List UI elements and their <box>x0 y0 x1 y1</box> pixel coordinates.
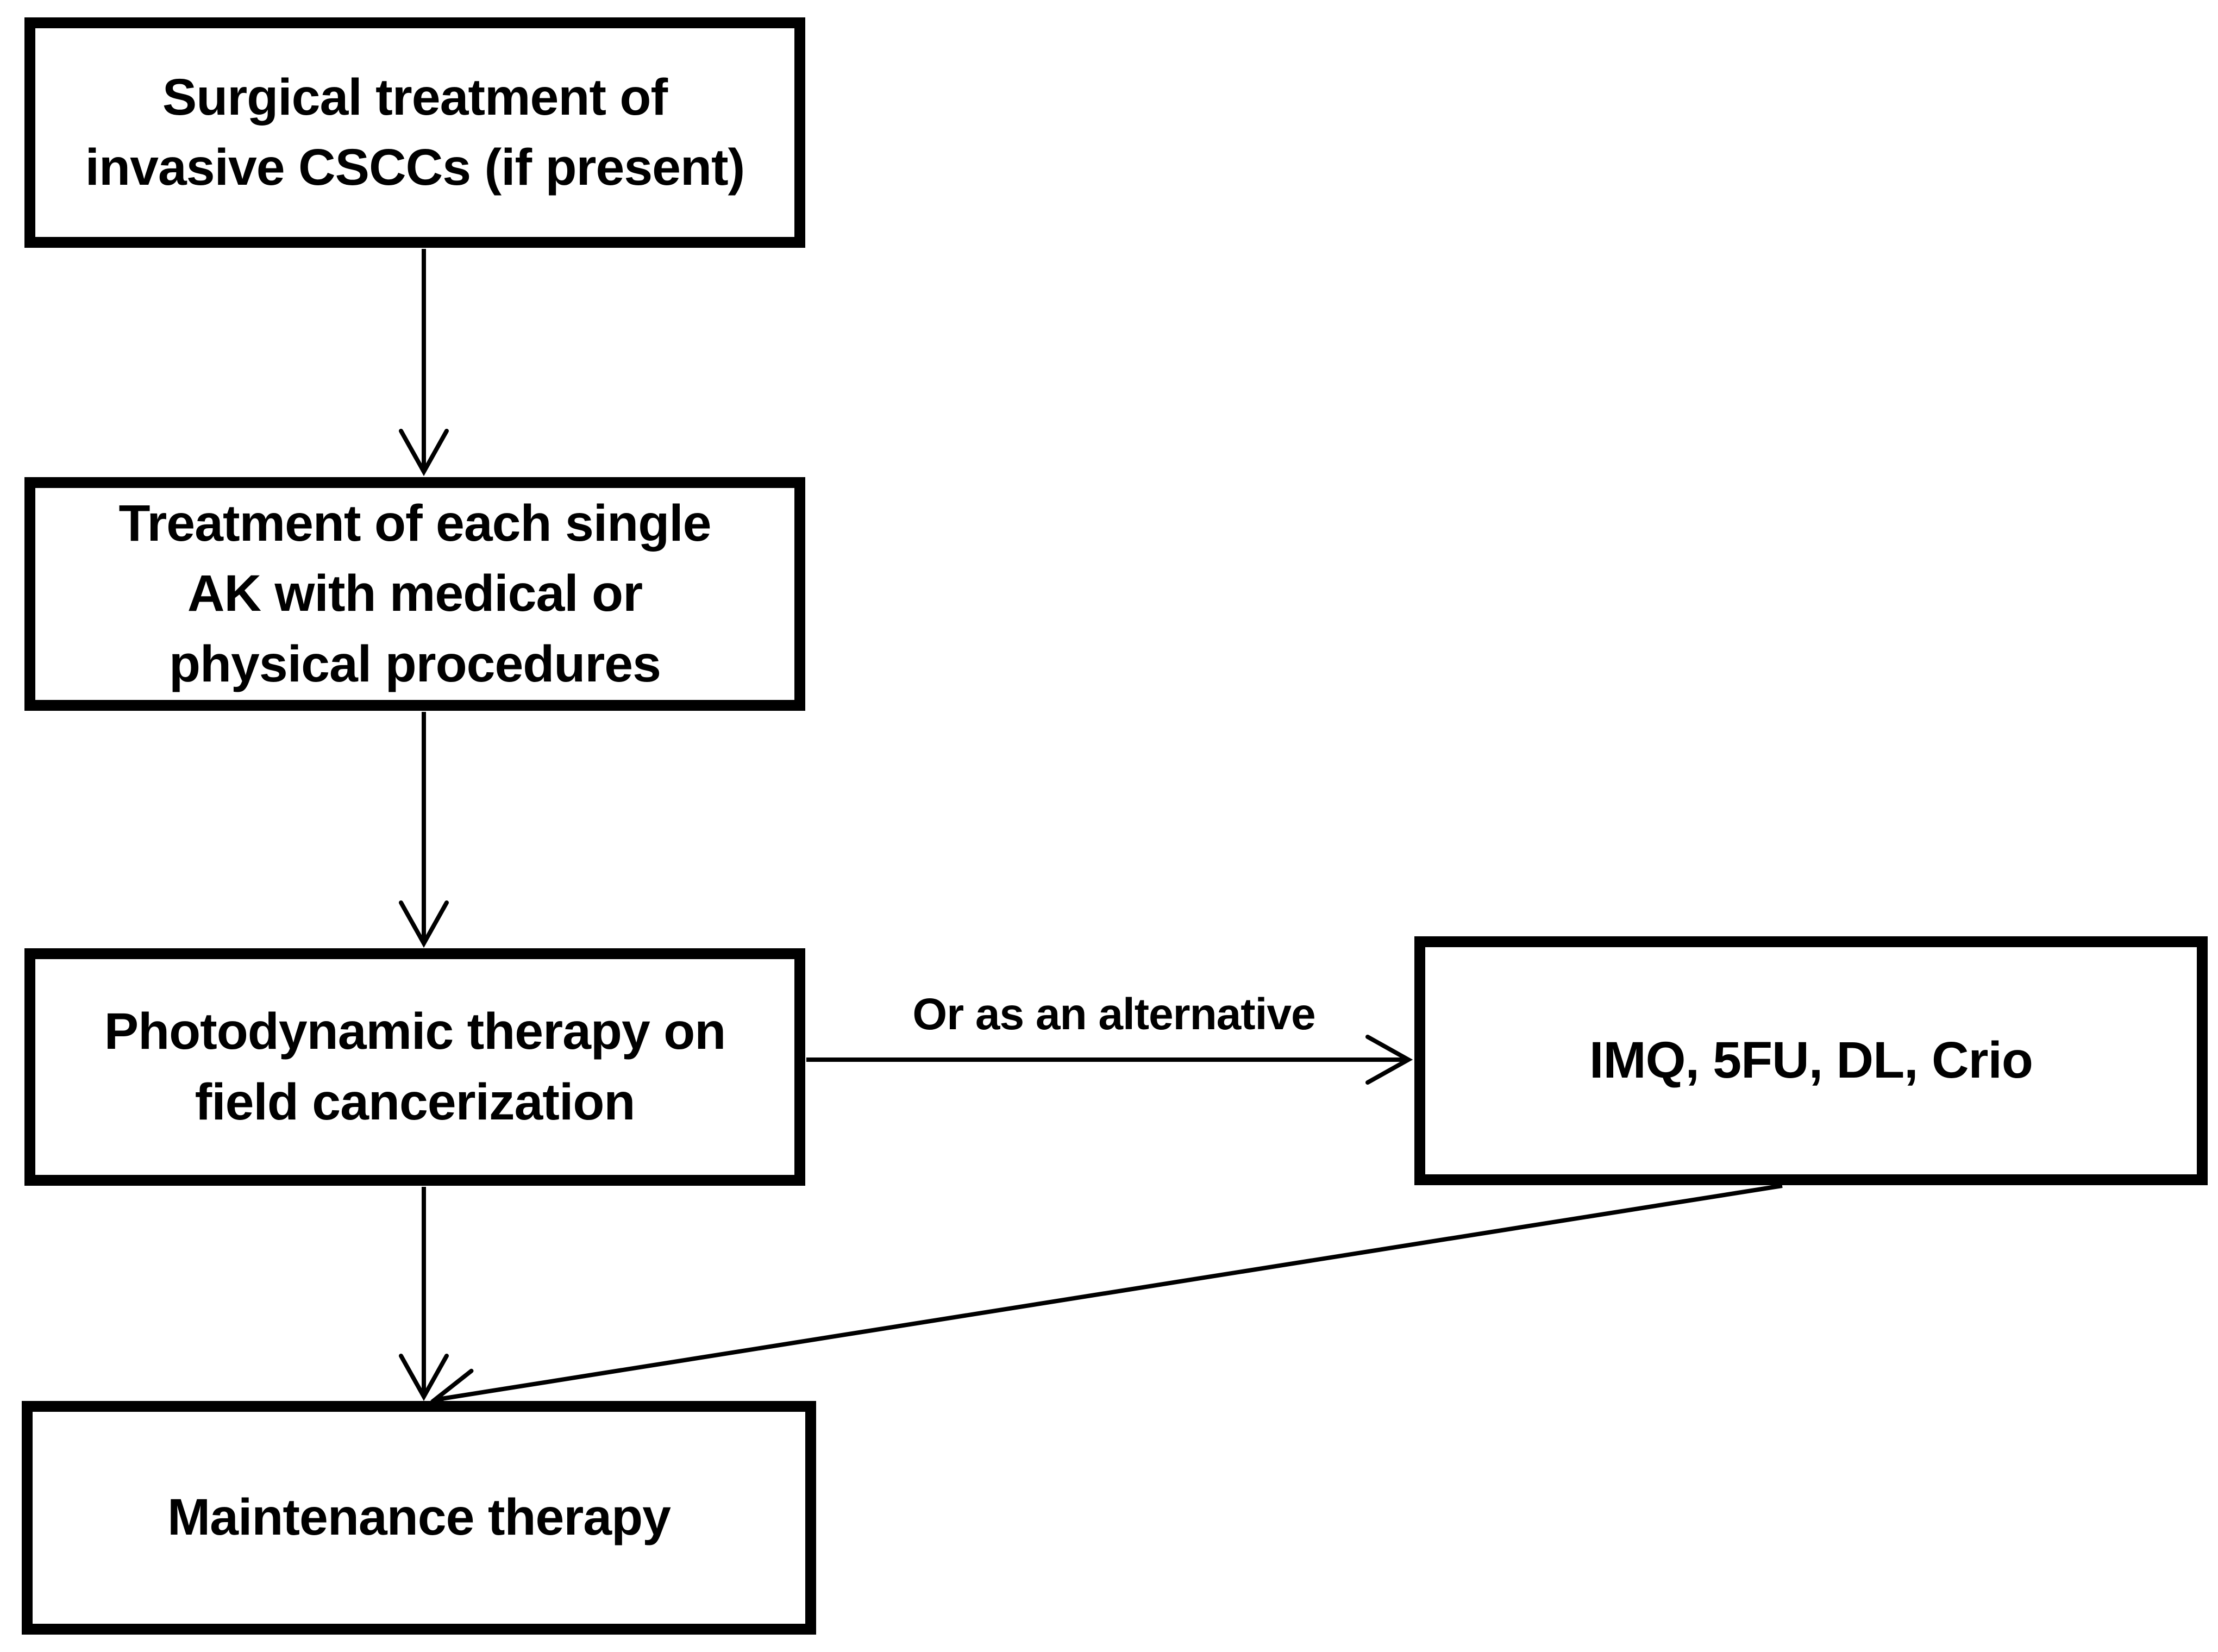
node-surgical-treatment-label: Surgical treatment of invasive CSCCs (if… <box>85 68 745 196</box>
node-single-ak-treatment-label: Treatment of each single AK with medical… <box>118 495 712 693</box>
edge-alternatives-to-maintenance-line <box>430 1184 1783 1418</box>
node-maintenance-therapy-label: Maintenance therapy <box>167 1488 671 1547</box>
node-surgical-treatment: Surgical treatment of invasive CSCCs (if… <box>24 17 805 248</box>
edge-label-or-as-an-alternative: Or as an alternative <box>912 990 1315 1039</box>
node-single-ak-treatment: Treatment of each single AK with medical… <box>24 477 805 711</box>
node-photodynamic-therapy-label: Photodynamic therapy on field cancerizat… <box>104 1003 726 1131</box>
node-maintenance-therapy: Maintenance therapy <box>22 1401 816 1635</box>
node-alternative-agents-label: IMQ, 5FU, DL, Crio <box>1589 1031 2033 1090</box>
node-alternative-agents: IMQ, 5FU, DL, Crio <box>1414 936 2208 1185</box>
node-photodynamic-therapy: Photodynamic therapy on field cancerizat… <box>24 948 805 1186</box>
